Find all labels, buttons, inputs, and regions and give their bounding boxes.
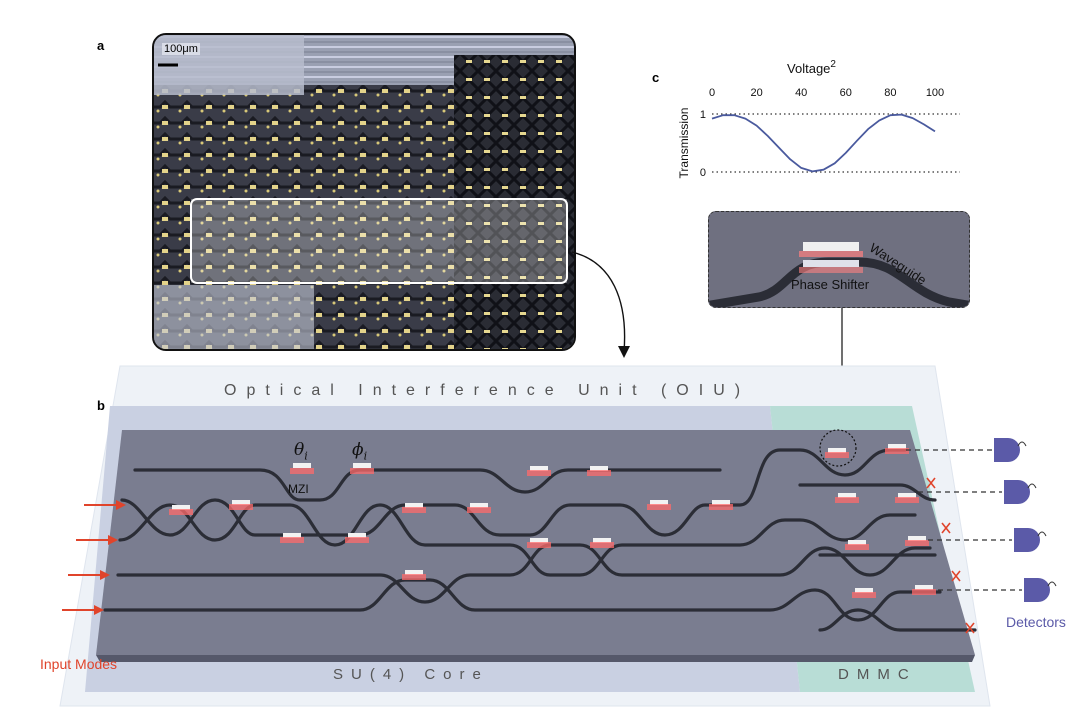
x-mark-4 [965, 622, 975, 634]
waveguide-mode-3 [118, 503, 917, 577]
panel-b-label: b [97, 398, 105, 413]
input-arrow-3 [68, 570, 110, 580]
detector-icon-2 [1004, 480, 1037, 504]
detector-icon-4 [1024, 578, 1057, 602]
x-axis-label: Voltage2 [787, 59, 836, 76]
x-tick-label-1: 20 [750, 87, 762, 99]
phi-subscript: i [363, 449, 368, 463]
input-arrows [62, 500, 126, 615]
waveguide-mode-2 [120, 448, 907, 537]
input-arrow-1 [84, 500, 126, 510]
su4-core-label: SU(4) Core [333, 666, 489, 683]
theta-symbol: θ [294, 440, 305, 460]
detectors [994, 438, 1057, 602]
chip-micrograph: 100μm [152, 33, 576, 351]
x-tick-label-3: 60 [840, 87, 852, 99]
x-tick-label-5: 100 [926, 87, 944, 99]
phase-shifter-label: Phase Shifter [791, 277, 870, 292]
phi-symbol: ϕ [352, 440, 364, 460]
x-mark-3 [951, 570, 961, 582]
terminated-outputs [926, 477, 975, 634]
phase-shifter-phi [350, 463, 374, 474]
x-mark-1 [926, 477, 936, 489]
scale-bar-label: 100μm [162, 43, 200, 55]
phase-shifter-inset: Waveguide Phase Shifter [708, 211, 970, 308]
y-tick-label-0: 1 [700, 109, 706, 121]
oiu-title: Optical Interference Unit (OIU) [224, 382, 751, 399]
theta-label: θi [294, 440, 308, 462]
x-tick-label-2: 40 [795, 87, 807, 99]
panel-a-label: a [97, 38, 105, 53]
highlight-circle [819, 429, 857, 467]
series-line-0 [711, 113, 936, 173]
input-modes-label: Input Modes [40, 656, 118, 672]
y-tick-label-1: 0 [700, 167, 706, 179]
detector-icon-1 [994, 438, 1027, 462]
dmmc-label: DMMC [838, 666, 917, 683]
input-arrow-2 [76, 535, 118, 545]
phase-shifter-theta [290, 463, 314, 474]
waveguides [103, 448, 977, 632]
phase-shifters [169, 444, 936, 598]
x-mark-2 [941, 522, 951, 534]
panel-c-label: c [652, 70, 660, 85]
theta-subscript: i [304, 449, 308, 463]
input-arrow-4 [62, 605, 104, 615]
detector-links [906, 449, 1022, 591]
waveguide-mode-5 [103, 578, 942, 622]
x-tick-label-0: 0 [709, 87, 715, 99]
mzi-label: MZI [288, 482, 309, 496]
detector-icon-3 [1014, 528, 1047, 552]
detectors-label: Detectors [1006, 614, 1066, 630]
waveguide-mode-6 [818, 608, 977, 632]
y-axis-label: Transmission [677, 108, 691, 179]
x-tick-label-4: 80 [884, 87, 896, 99]
waveguide-mode-4 [116, 543, 932, 604]
phi-label: ϕi [352, 440, 367, 462]
